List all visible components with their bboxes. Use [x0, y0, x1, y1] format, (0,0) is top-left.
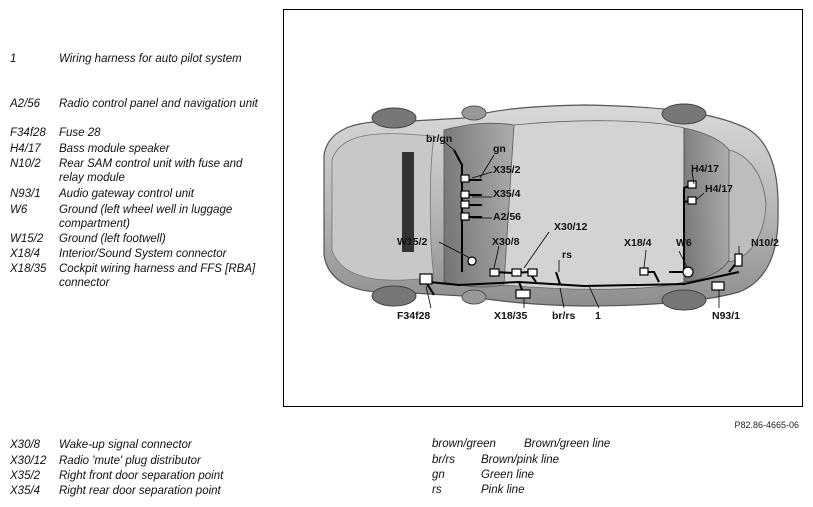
- legend-desc: Right front door separation point: [59, 470, 224, 482]
- legend-desc: Wake-up signal connector: [59, 439, 192, 451]
- legend-code: X30/8: [10, 439, 41, 451]
- label-w6: W6: [676, 237, 692, 249]
- label-a2-56: A2/56: [493, 211, 521, 223]
- color-full: Pink line: [481, 484, 525, 496]
- legend-desc: Right rear door separation point: [59, 485, 221, 497]
- legend-code: W6: [10, 204, 28, 216]
- color-full: Brown/pink line: [481, 454, 559, 466]
- legend-desc: Bass module speaker: [59, 143, 170, 155]
- legend-code: X35/4: [10, 485, 41, 497]
- legend-desc: Radio control panel and navigation unit: [59, 98, 258, 110]
- legend-code: X18/35: [10, 263, 47, 275]
- legend-code: H4/17: [10, 143, 41, 155]
- label-x30-8: X30/8: [492, 236, 520, 248]
- diagram-svg: br/gn gn X35/2 X35/4 A2/56 X30/12 W15/2 …: [323, 103, 779, 322]
- mirror-left: [461, 289, 487, 305]
- legend-code: X35/2: [10, 470, 41, 482]
- label-br-gn: br/gn: [426, 133, 452, 145]
- legend-desc: Cockpit wiring harness and FFS [RBA] con…: [59, 263, 256, 289]
- rear-window: [683, 127, 730, 283]
- label-h4-17-a: H4/17: [691, 163, 719, 175]
- legend-bottom: X30/8 Wake-up signal connector X30/12 Radi…: [10, 438, 310, 502]
- legend-desc: Wiring harness for auto pilot system: [59, 53, 242, 65]
- mirror-right: [461, 105, 487, 121]
- color-abbr: brown/green: [432, 438, 496, 450]
- legend-desc: Ground (left footwell): [59, 233, 166, 245]
- legend-top: 1 Wiring harness for auto pilot system A2…: [10, 52, 270, 302]
- color-abbr: gn: [432, 469, 445, 481]
- label-n93-1: N93/1: [712, 310, 740, 322]
- label-1: 1: [595, 310, 601, 322]
- label-h4-17-b: H4/17: [705, 183, 733, 195]
- label-br-rs: br/rs: [552, 310, 576, 322]
- legend-desc: Audio gateway control unit: [59, 188, 194, 200]
- legend-code: N93/1: [10, 188, 41, 200]
- label-rs: rs: [562, 249, 572, 261]
- legend-code: A2/56: [10, 98, 41, 110]
- color-full: Brown/green line: [524, 438, 611, 450]
- legend-code: X18/4: [10, 248, 41, 260]
- legend-desc: Interior/Sound System connector: [59, 248, 227, 260]
- label-w15-2: W15/2: [397, 236, 428, 248]
- label-x35-4: X35/4: [493, 188, 521, 200]
- color-abbr: rs: [432, 484, 442, 496]
- color-abbr: br/rs: [432, 454, 455, 466]
- wire-color-legend: brown/green Brown/green line br/rs Brown/p…: [432, 438, 732, 502]
- grille: [402, 152, 414, 252]
- legend-desc: Radio 'mute' plug distributor: [59, 455, 201, 467]
- legend-desc: Fuse 28: [59, 127, 101, 139]
- wheel: [371, 285, 417, 307]
- wheel: [661, 103, 707, 125]
- reference-code: P82.86-4665-06: [734, 420, 799, 430]
- legend-code: 1: [10, 53, 17, 65]
- label-f34f28: F34f28: [397, 310, 430, 322]
- legend-code: N10/2: [10, 158, 41, 170]
- wheel: [661, 289, 707, 311]
- label-x35-2: X35/2: [493, 164, 521, 176]
- connectors: [419, 174, 743, 299]
- label-n10-2: N10/2: [751, 237, 779, 249]
- wiring-diagram: br/gn gn X35/2 X35/4 A2/56 X30/12 W15/2 …: [283, 9, 803, 407]
- wheel: [371, 107, 417, 129]
- color-full: Green line: [481, 469, 535, 481]
- legend-desc: Rear SAM control unit with fuse and rela…: [59, 158, 243, 184]
- label-gn: gn: [493, 143, 506, 155]
- legend-code: X30/12: [10, 455, 47, 467]
- cabin: [503, 120, 685, 290]
- legend-code: W15/2: [10, 233, 44, 245]
- leader-lines: [425, 139, 740, 309]
- label-x18-35: X18/35: [494, 310, 527, 322]
- legend-code: F34f28: [10, 127, 46, 139]
- label-x18-4: X18/4: [624, 237, 652, 249]
- hood: [331, 133, 435, 281]
- legend-desc: Ground (left wheel well in luggage compa…: [59, 204, 233, 230]
- label-x30-12: X30/12: [554, 221, 587, 233]
